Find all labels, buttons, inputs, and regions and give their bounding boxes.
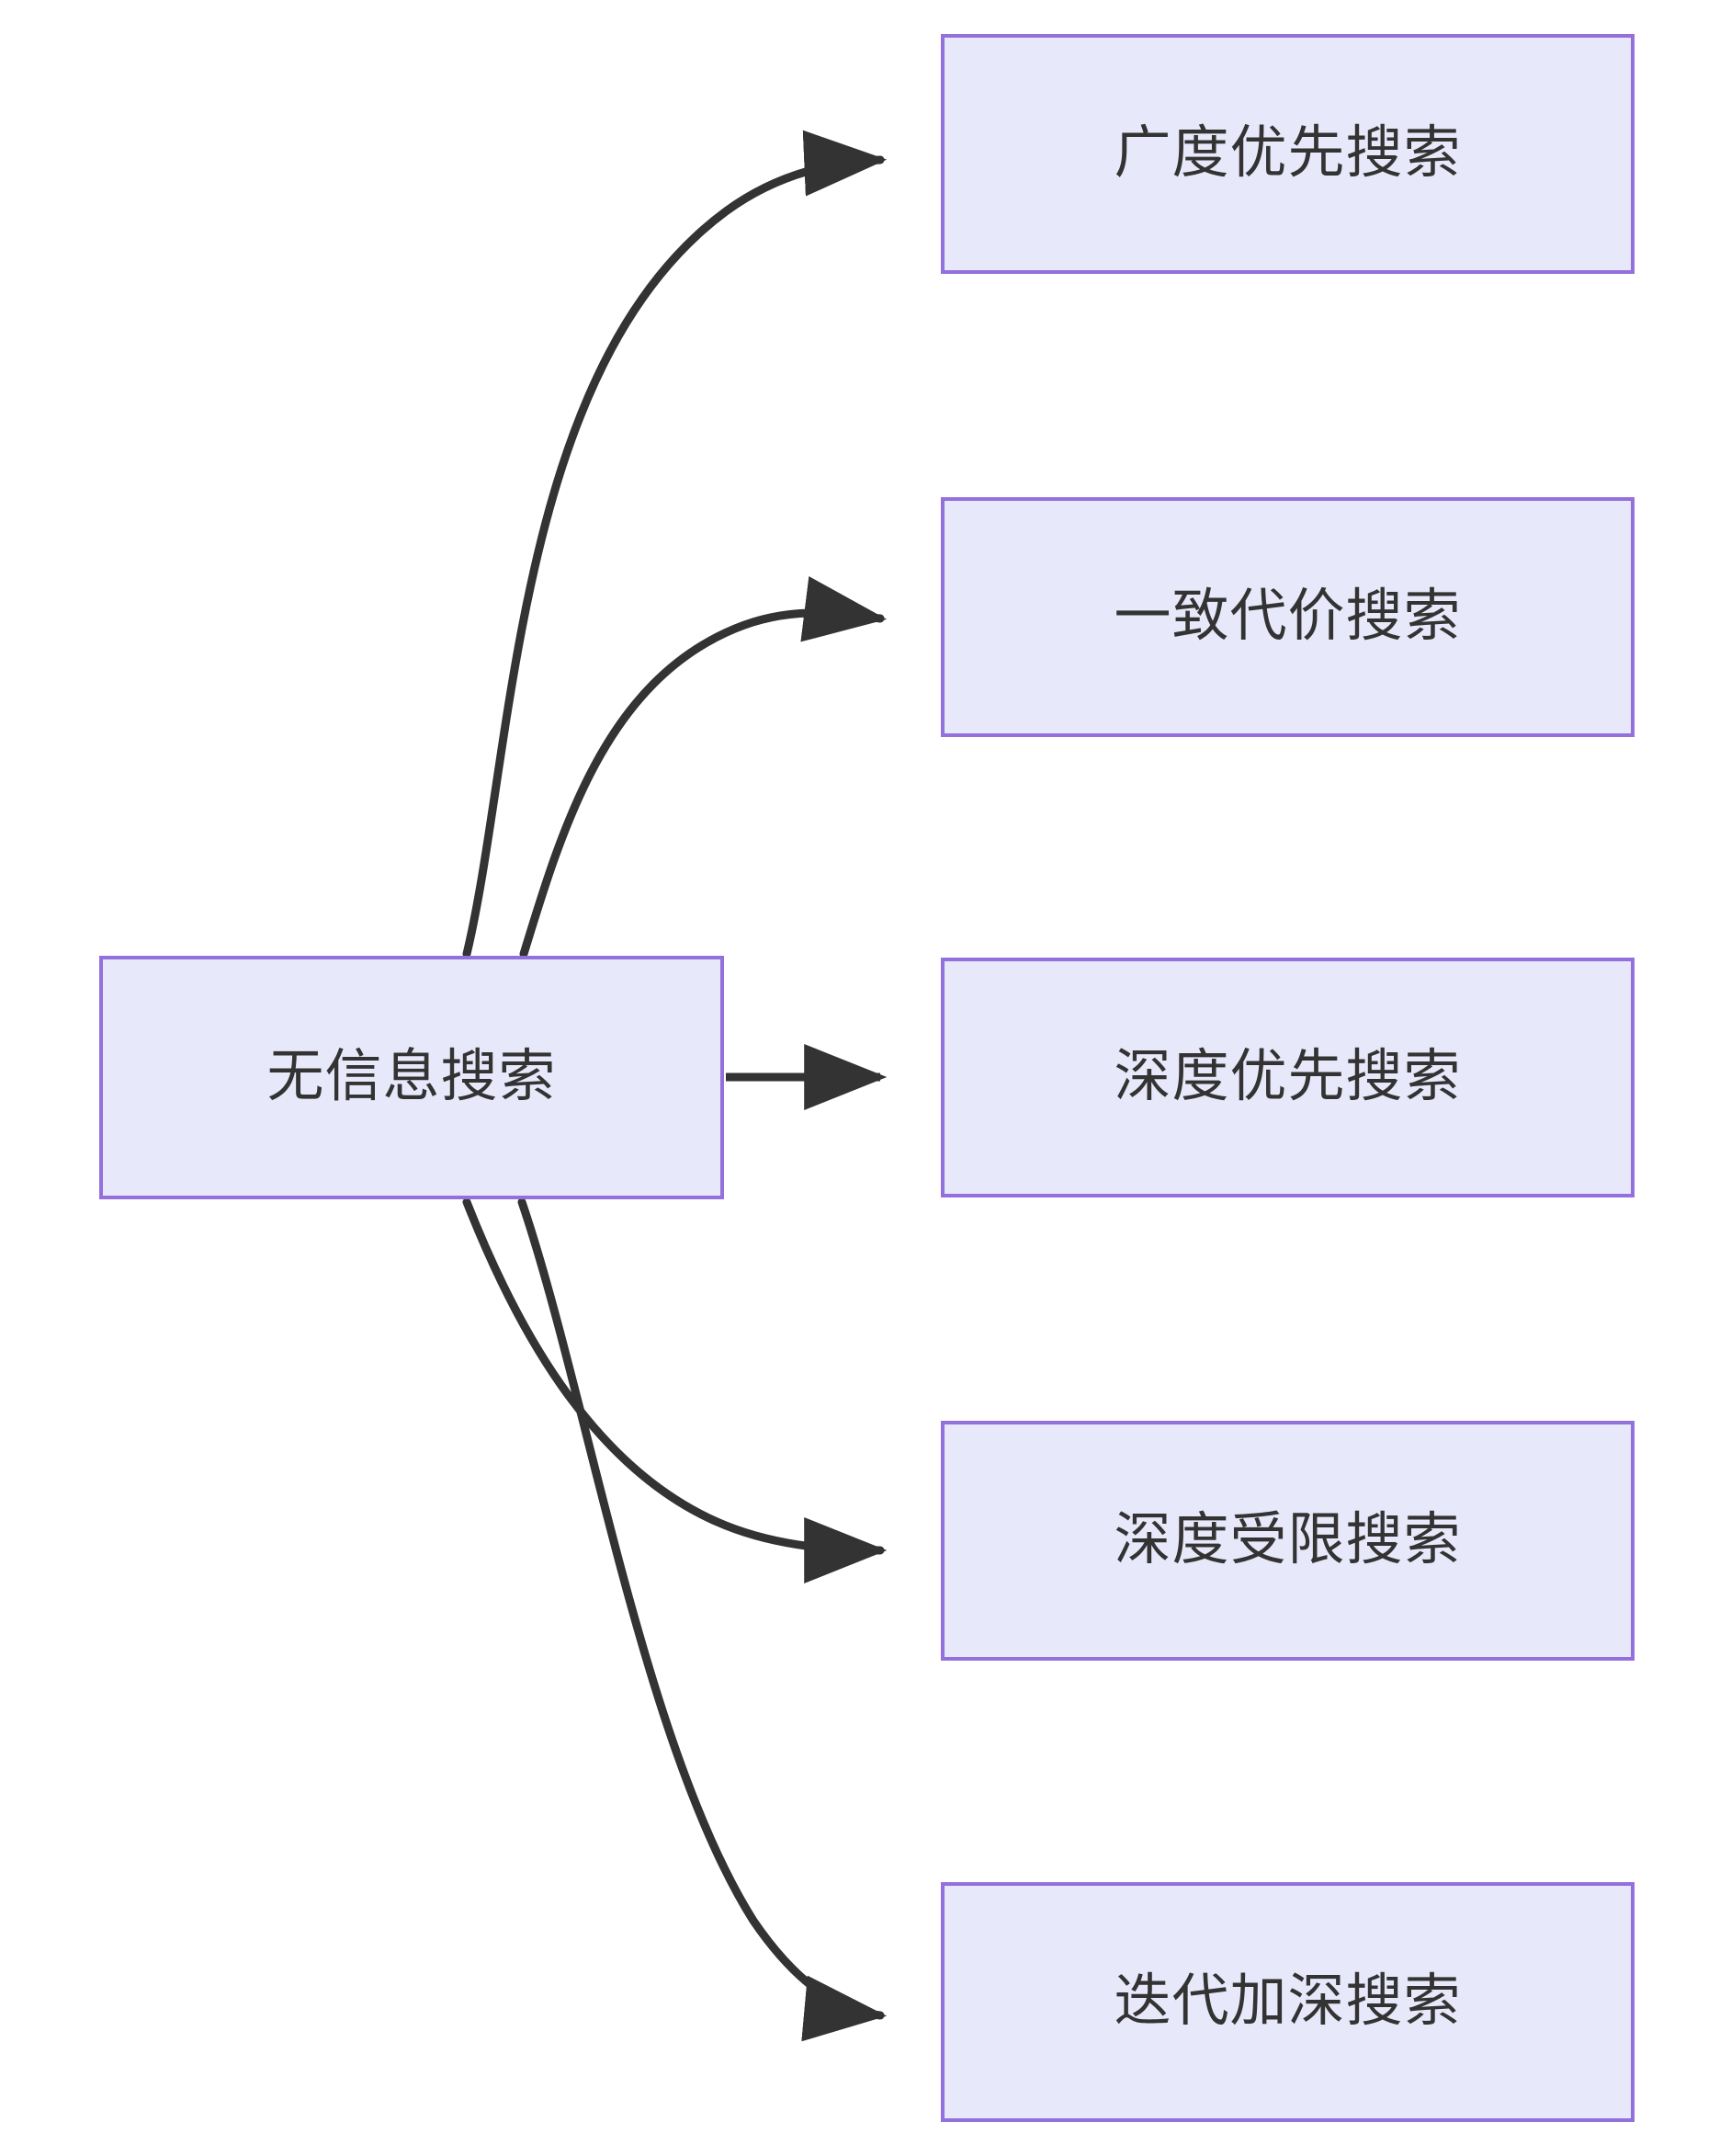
- node-label-depth-limited-search: 深度受限搜索: [1114, 1508, 1462, 1572]
- node-label-uninformed-search: 无信息搜索: [266, 1045, 557, 1109]
- edge-root-to-breadth-first-search: [462, 130, 888, 959]
- edge-root-to-depth-limited-search: [462, 1197, 888, 1583]
- node-depth-limited-search[interactable]: 深度受限搜索: [941, 1421, 1635, 1661]
- edge-root-to-iterative-deepening-search: [517, 1197, 888, 2042]
- node-uninformed-search[interactable]: 无信息搜索: [99, 956, 724, 1199]
- edge-root-to-uniform-cost-search: [519, 576, 888, 959]
- node-label-depth-first-search: 深度优先搜索: [1114, 1045, 1462, 1109]
- node-label-iterative-deepening-search: 迭代加深搜索: [1114, 1969, 1462, 2034]
- node-uniform-cost-search[interactable]: 一致代价搜索: [941, 497, 1635, 737]
- node-depth-first-search[interactable]: 深度优先搜索: [941, 958, 1635, 1197]
- node-label-uniform-cost-search: 一致代价搜索: [1114, 584, 1462, 649]
- node-breadth-first-search[interactable]: 广度优先搜索: [941, 34, 1635, 274]
- node-iterative-deepening-search[interactable]: 迭代加深搜索: [941, 1882, 1635, 2122]
- node-label-breadth-first-search: 广度优先搜索: [1114, 121, 1462, 186]
